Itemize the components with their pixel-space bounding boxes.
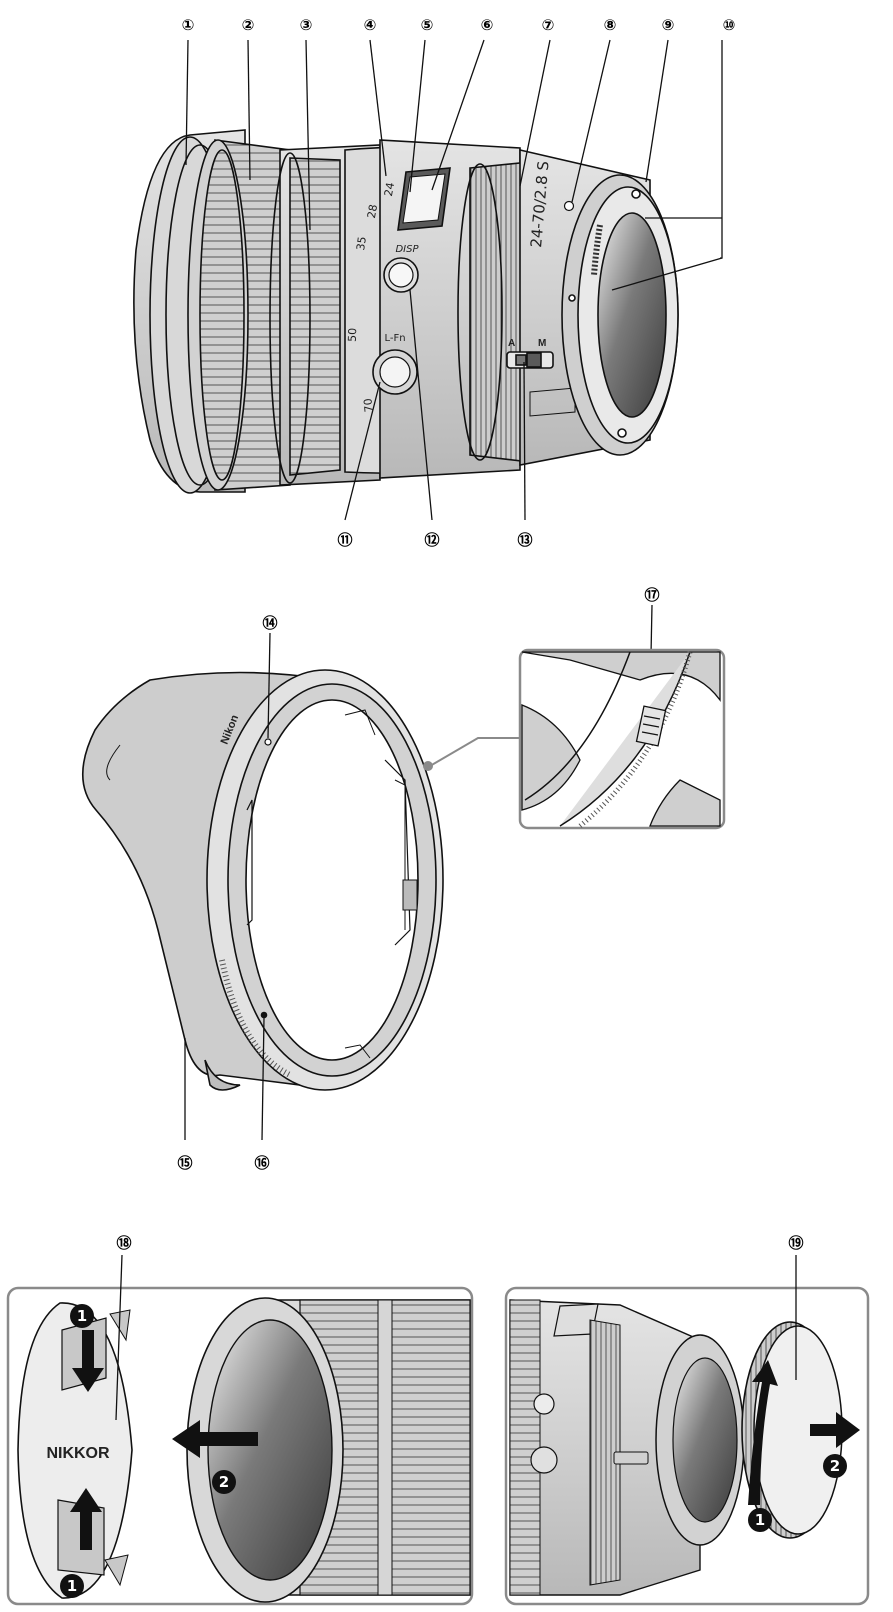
step-badge-2b-label: 2 (830, 1457, 840, 1475)
leader-lines-top (185, 39, 723, 521)
step-badge-1c-label: 1 (755, 1511, 765, 1529)
step-badge-2b (823, 1454, 847, 1478)
callout-5: ⑤ (421, 16, 434, 34)
callout-4: ④ (364, 16, 377, 34)
callout-8: ⑧ (604, 16, 617, 34)
zoom-scale: 24 28 35 50 70 (346, 181, 397, 412)
callout-3: ③ (300, 16, 313, 34)
step-badge-1c (748, 1508, 772, 1532)
callout-15: ⑮ (177, 1154, 192, 1172)
front-cap-panel: NIKKOR (6, 1286, 474, 1606)
lens-hood-illustration (81, 669, 444, 1091)
callouts-top: ① ② ③ ④ ⑤ ⑥ ⑦ ⑧ ⑨ ⑩ ⑪ ⑫ ⑬ (182, 16, 736, 549)
lfn-button-label: L-Fn (384, 333, 405, 344)
switch-m-label: M (538, 338, 546, 349)
step-badge-2a (212, 1470, 236, 1494)
callout-13: ⑬ (517, 531, 532, 549)
step-badge-1a (70, 1304, 94, 1328)
rear-cap-steps: 1 2 (748, 1454, 847, 1532)
callout-12: ⑫ (424, 531, 439, 549)
callout-6: ⑥ (481, 16, 494, 34)
lens-illustration (133, 129, 679, 494)
callout-17: ⑰ (644, 586, 659, 604)
step-badge-1b (60, 1574, 84, 1598)
focal-mark-24: 24 (382, 181, 397, 197)
callout-11: ⑪ (337, 531, 352, 549)
callout-2: ② (242, 16, 255, 34)
callout-14: ⑭ (262, 614, 277, 632)
callout-10: ⑩ (723, 16, 736, 34)
callout-16: ⑯ (254, 1154, 269, 1172)
focal-mark-35: 35 (354, 236, 369, 252)
callout-7: ⑦ (542, 16, 555, 34)
callout-1: ① (182, 16, 195, 34)
focal-mark-50: 50 (346, 328, 359, 342)
rear-cap-panel (504, 1286, 870, 1606)
leader-18 (115, 1254, 123, 1421)
callout-9: ⑨ (662, 16, 675, 34)
step-badge-1b-label: 1 (67, 1577, 77, 1595)
step-badge-2a-label: 2 (219, 1473, 229, 1491)
focal-mark-70: 70 (361, 398, 375, 413)
cap-brand-logo: NIKKOR (46, 1445, 110, 1462)
step-badge-1a-label: 1 (77, 1307, 87, 1325)
hood-release-detail-inset (518, 648, 726, 830)
callout-19: ⑲ (788, 1234, 803, 1252)
callout-18: ⑱ (116, 1234, 131, 1252)
front-cap-steps: 1 1 2 (60, 1304, 236, 1598)
disp-button-label: DISP (395, 244, 419, 255)
focal-mark-28: 28 (365, 203, 380, 219)
switch-a-label: A (508, 338, 515, 349)
callouts-hood: ⑭ ⑮ ⑯ ⑰ (177, 586, 659, 1172)
